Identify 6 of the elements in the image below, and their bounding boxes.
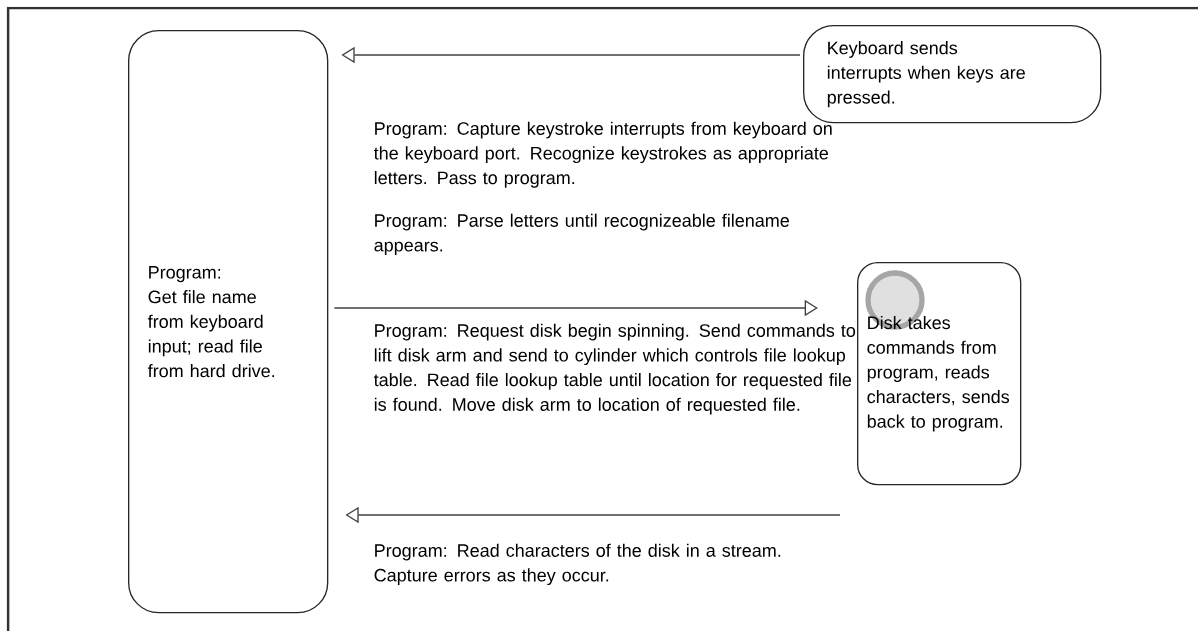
description-text: Program: Parse letters until recognizeable filename appears. [374, 213, 789, 256]
description-text: Program: Capture keystroke interrupts from keyboard on the keyboard port. Recognize keystrokes as appropriate letters. Pass to program. [373, 121, 832, 188]
description-text: Program: Read characters of the disk in a stream. Capture errors as they occur. [374, 543, 781, 586]
process-box: Disk takes commands from program, reads characters, sends back to program. [857, 262, 1022, 486]
process-box: Program: Get file name from keyboard input; read file from hard drive. [128, 30, 329, 614]
description-text: Program: Request disk begin spinning. Send commands to lift disk arm and send to cylinder which controls file lookup table. Read file lookup table until location for requested file is found. Move disk arm to location of requested file. [373, 323, 856, 415]
